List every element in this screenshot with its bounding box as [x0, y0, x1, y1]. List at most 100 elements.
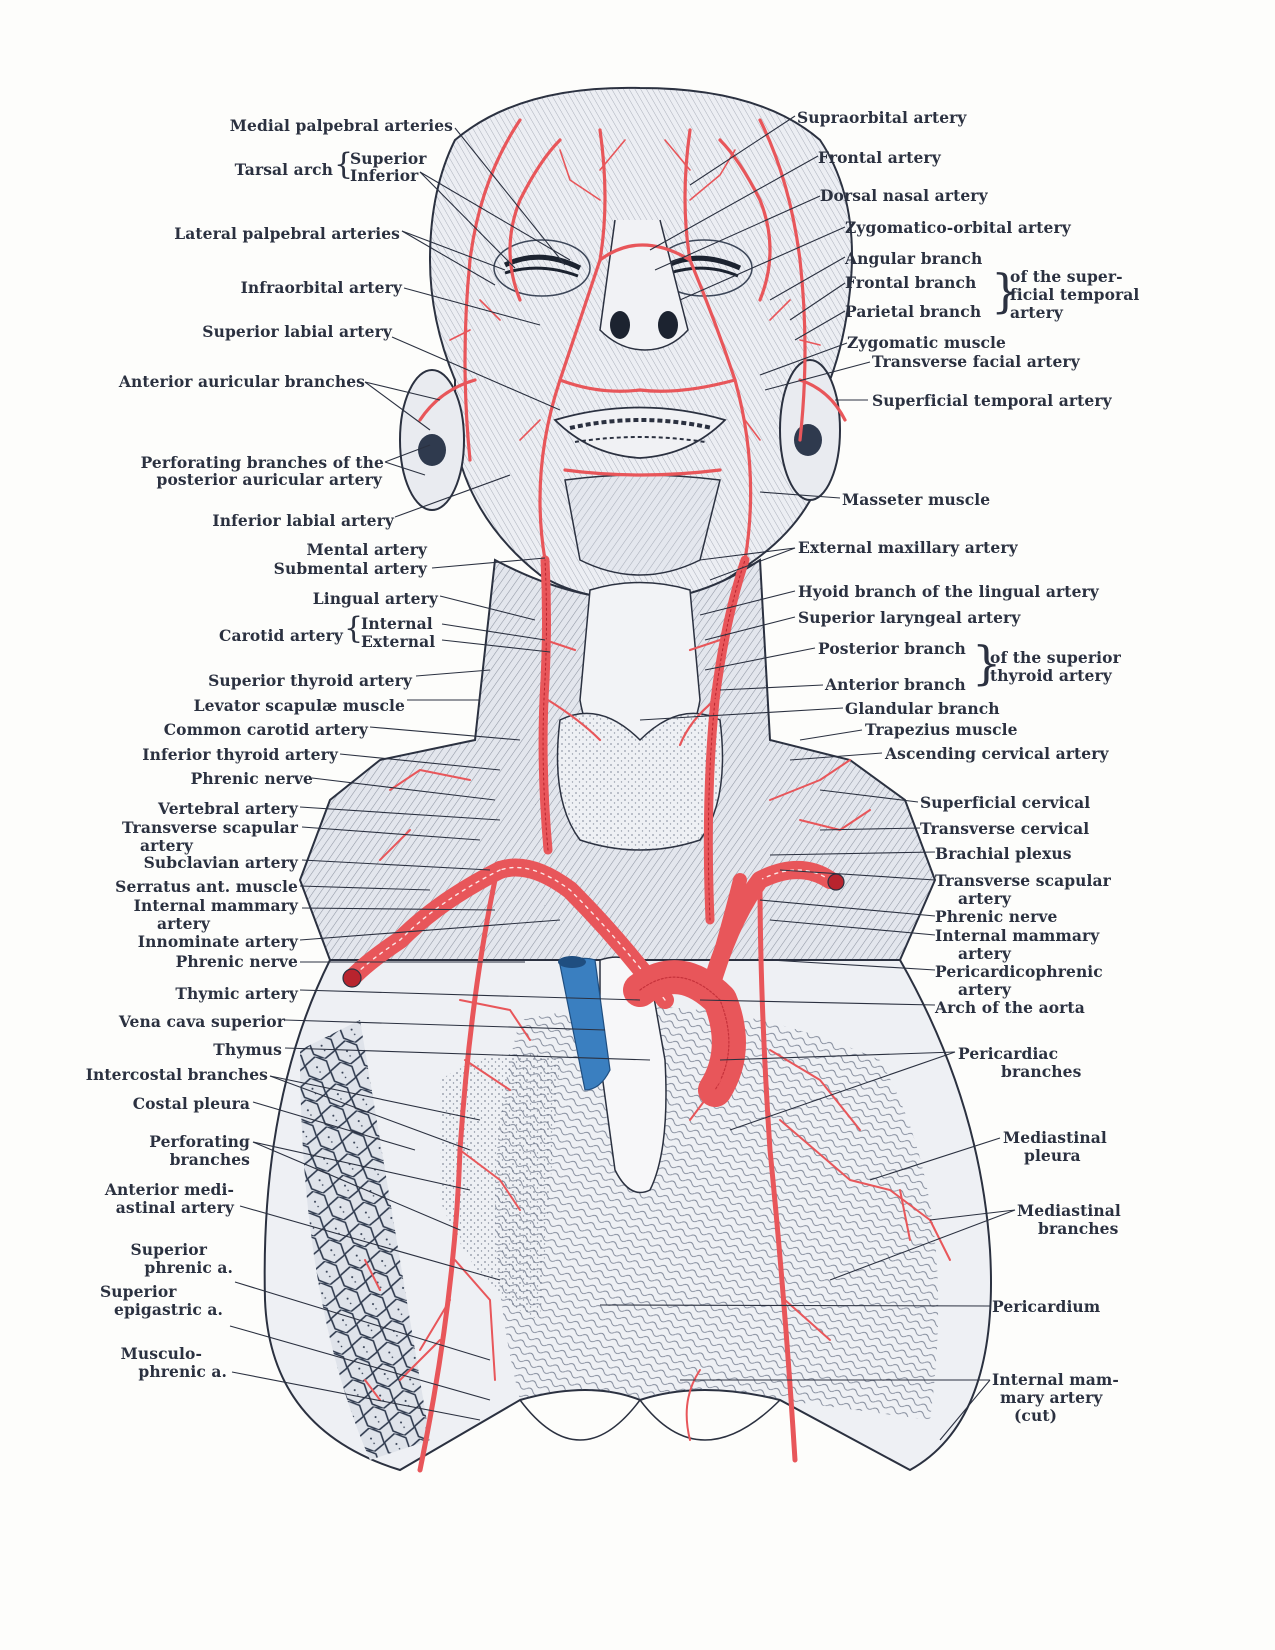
label-zygomatic-muscle: Zygomatic muscle: [847, 333, 1007, 352]
label-superior-thyroid-artery: Superior thyroid artery: [208, 671, 412, 690]
label-parietal-branch: Parietal branch: [845, 302, 982, 321]
label-angular-branch: Angular branch: [845, 249, 983, 268]
label-anterior-mediastinal-artery-2: astinal artery: [115, 1198, 234, 1217]
label-arch-of-the-aorta: Arch of the aorta: [935, 998, 1085, 1017]
label-thymus: Thymus: [213, 1040, 282, 1059]
head-region: [399, 86, 853, 602]
label-vena-cava-superior: Vena cava superior: [118, 1012, 285, 1031]
label-trapezius-muscle: Trapezius muscle: [865, 720, 1018, 739]
label-tarsal-arch-inferior: Inferior: [350, 166, 419, 185]
label-transverse-scapular-artery-right-1: Transverse scapular: [935, 871, 1111, 890]
label-submental-artery: Submental artery: [273, 559, 427, 578]
label-external-maxillary-artery: External maxillary artery: [798, 538, 1018, 557]
label-brachial-plexus: Brachial plexus: [935, 844, 1072, 863]
label-superficial-cervical: Superficial cervical: [920, 793, 1091, 812]
label-internal-mammary-artery-right-2: artery: [958, 944, 1012, 963]
label-anterior-mediastinal-artery-1: Anterior medi-: [104, 1180, 234, 1199]
label-mediastinal-pleura-1: Mediastinal: [1003, 1128, 1107, 1147]
label-superior-labial-artery: Superior labial artery: [202, 322, 392, 341]
label-transverse-facial-artery: Transverse facial artery: [872, 352, 1080, 371]
label-internal-mammary-artery-left-1: Internal mammary: [133, 896, 298, 915]
label-frontal-artery: Frontal artery: [818, 148, 941, 167]
label-lateral-palpebral-arteries: Lateral palpebral arteries: [174, 224, 400, 243]
label-zygomatico-orbital-artery: Zygomatico-orbital artery: [845, 218, 1071, 237]
label-phrenic-nerve-1: Phrenic nerve: [190, 769, 313, 788]
label-glandular-branch: Glandular branch: [845, 699, 1000, 718]
label-masseter-muscle: Masseter muscle: [842, 490, 991, 509]
neck-region: [298, 558, 937, 961]
label-superficial-temporal-qualifier-1: of the super-: [1010, 267, 1123, 286]
label-serratus-ant-muscle: Serratus ant. muscle: [115, 877, 298, 896]
brace-icon: {: [344, 611, 364, 646]
label-tarsal-arch: Tarsal arch: [234, 160, 333, 179]
label-carotid-external: External: [361, 632, 436, 651]
label-superior-epigastric-a-1: Superior: [100, 1282, 177, 1301]
label-transverse-cervical: Transverse cervical: [920, 819, 1090, 838]
label-pericardicophrenic-artery-1: Pericardicophrenic: [935, 962, 1103, 981]
label-mediastinal-pleura-2: pleura: [1024, 1146, 1081, 1165]
vena-cava-superior-shape: [558, 956, 611, 1091]
label-pericardiac-branches-1: Pericardiac: [958, 1044, 1059, 1063]
label-ascending-cervical-artery: Ascending cervical artery: [885, 744, 1109, 763]
label-mediastinal-branches-2: branches: [1038, 1219, 1119, 1238]
thorax-region: [263, 956, 992, 1472]
label-pericardium: Pericardium: [992, 1297, 1101, 1316]
label-phrenic-nerve-2: Phrenic nerve: [175, 952, 298, 971]
label-musculophrenic-a-2: phrenic a.: [138, 1362, 227, 1381]
label-anterior-auricular-branches: Anterior auricular branches: [118, 372, 365, 391]
brace-icon: {: [334, 147, 354, 182]
label-perforating-branches-1: Perforating: [149, 1132, 250, 1151]
label-pericardiac-branches-2: branches: [1001, 1062, 1082, 1081]
label-internal-mammary-artery-left-2: artery: [157, 914, 211, 933]
brace-icon: }: [991, 264, 1021, 318]
label-inferior-thyroid-artery: Inferior thyroid artery: [142, 745, 338, 764]
label-superior-thyroid-qualifier-1: of the superior: [990, 648, 1121, 667]
brace-icon: }: [972, 636, 1002, 690]
label-subclavian-artery: Subclavian artery: [143, 853, 298, 872]
label-mediastinal-branches-1: Mediastinal: [1017, 1201, 1121, 1220]
label-infraorbital-artery: Infraorbital artery: [240, 278, 402, 297]
label-hyoid-branch-lingual: Hyoid branch of the lingual artery: [798, 582, 1099, 601]
label-internal-mammary-artery-cut-1: Internal mam-: [992, 1370, 1119, 1389]
label-superior-thyroid-qualifier-2: thyroid artery: [990, 666, 1112, 685]
label-carotid-internal: Internal: [361, 614, 433, 633]
label-perforating-branches-posterior-auricular-2: posterior auricular artery: [156, 470, 382, 489]
label-superficial-temporal-qualifier-3: artery: [1010, 303, 1064, 322]
label-perforating-branches-posterior-auricular-1: Perforating branches of the: [140, 453, 384, 472]
label-innominate-artery: Innominate artery: [137, 932, 298, 951]
label-superficial-temporal-qualifier-2: ficial temporal: [1010, 285, 1140, 304]
label-transverse-scapular-artery-right-2: artery: [958, 889, 1012, 908]
label-musculophrenic-a-1: Musculo-: [120, 1344, 202, 1363]
label-medial-palpebral-arteries: Medial palpebral arteries: [229, 116, 453, 135]
label-pericardicophrenic-artery-2: artery: [958, 980, 1012, 999]
label-phrenic-nerve-right: Phrenic nerve: [935, 907, 1058, 926]
label-superior-phrenic-a-1: Superior: [130, 1240, 207, 1259]
label-mental-artery: Mental artery: [306, 540, 427, 559]
label-internal-mammary-artery-right-1: Internal mammary: [935, 926, 1100, 945]
label-transverse-scapular-artery-left-2: artery: [140, 836, 194, 855]
label-anterior-branch: Anterior branch: [825, 675, 966, 694]
label-tarsal-arch-superior: Superior: [350, 149, 427, 168]
label-perforating-branches-2: branches: [169, 1150, 250, 1169]
label-costal-pleura: Costal pleura: [132, 1094, 250, 1113]
leader-lines: [229, 115, 1016, 1441]
label-supraorbital-artery: Supraorbital artery: [797, 108, 967, 127]
label-intercostal-branches: Intercostal branches: [85, 1065, 268, 1084]
label-frontal-branch: Frontal branch: [845, 273, 977, 292]
label-transverse-scapular-artery-left-1: Transverse scapular: [122, 818, 298, 837]
label-levator-scapulae-muscle: Levator scapulæ muscle: [193, 696, 405, 715]
label-lingual-artery: Lingual artery: [312, 589, 438, 608]
label-dorsal-nasal-artery: Dorsal nasal artery: [820, 186, 988, 205]
label-superior-phrenic-a-2: phrenic a.: [144, 1258, 233, 1277]
label-superficial-temporal-artery: Superficial temporal artery: [872, 391, 1112, 410]
label-vertebral-artery: Vertebral artery: [158, 799, 298, 818]
label-carotid-artery: Carotid artery: [219, 626, 343, 645]
label-internal-mammary-artery-cut-3: (cut): [1014, 1406, 1058, 1425]
label-thymic-artery: Thymic artery: [175, 984, 298, 1003]
label-posterior-branch: Posterior branch: [818, 639, 966, 658]
label-common-carotid-artery: Common carotid artery: [163, 720, 368, 739]
label-internal-mammary-artery-cut-2: mary artery: [1000, 1388, 1103, 1407]
label-superior-laryngeal-artery: Superior laryngeal artery: [798, 608, 1021, 627]
